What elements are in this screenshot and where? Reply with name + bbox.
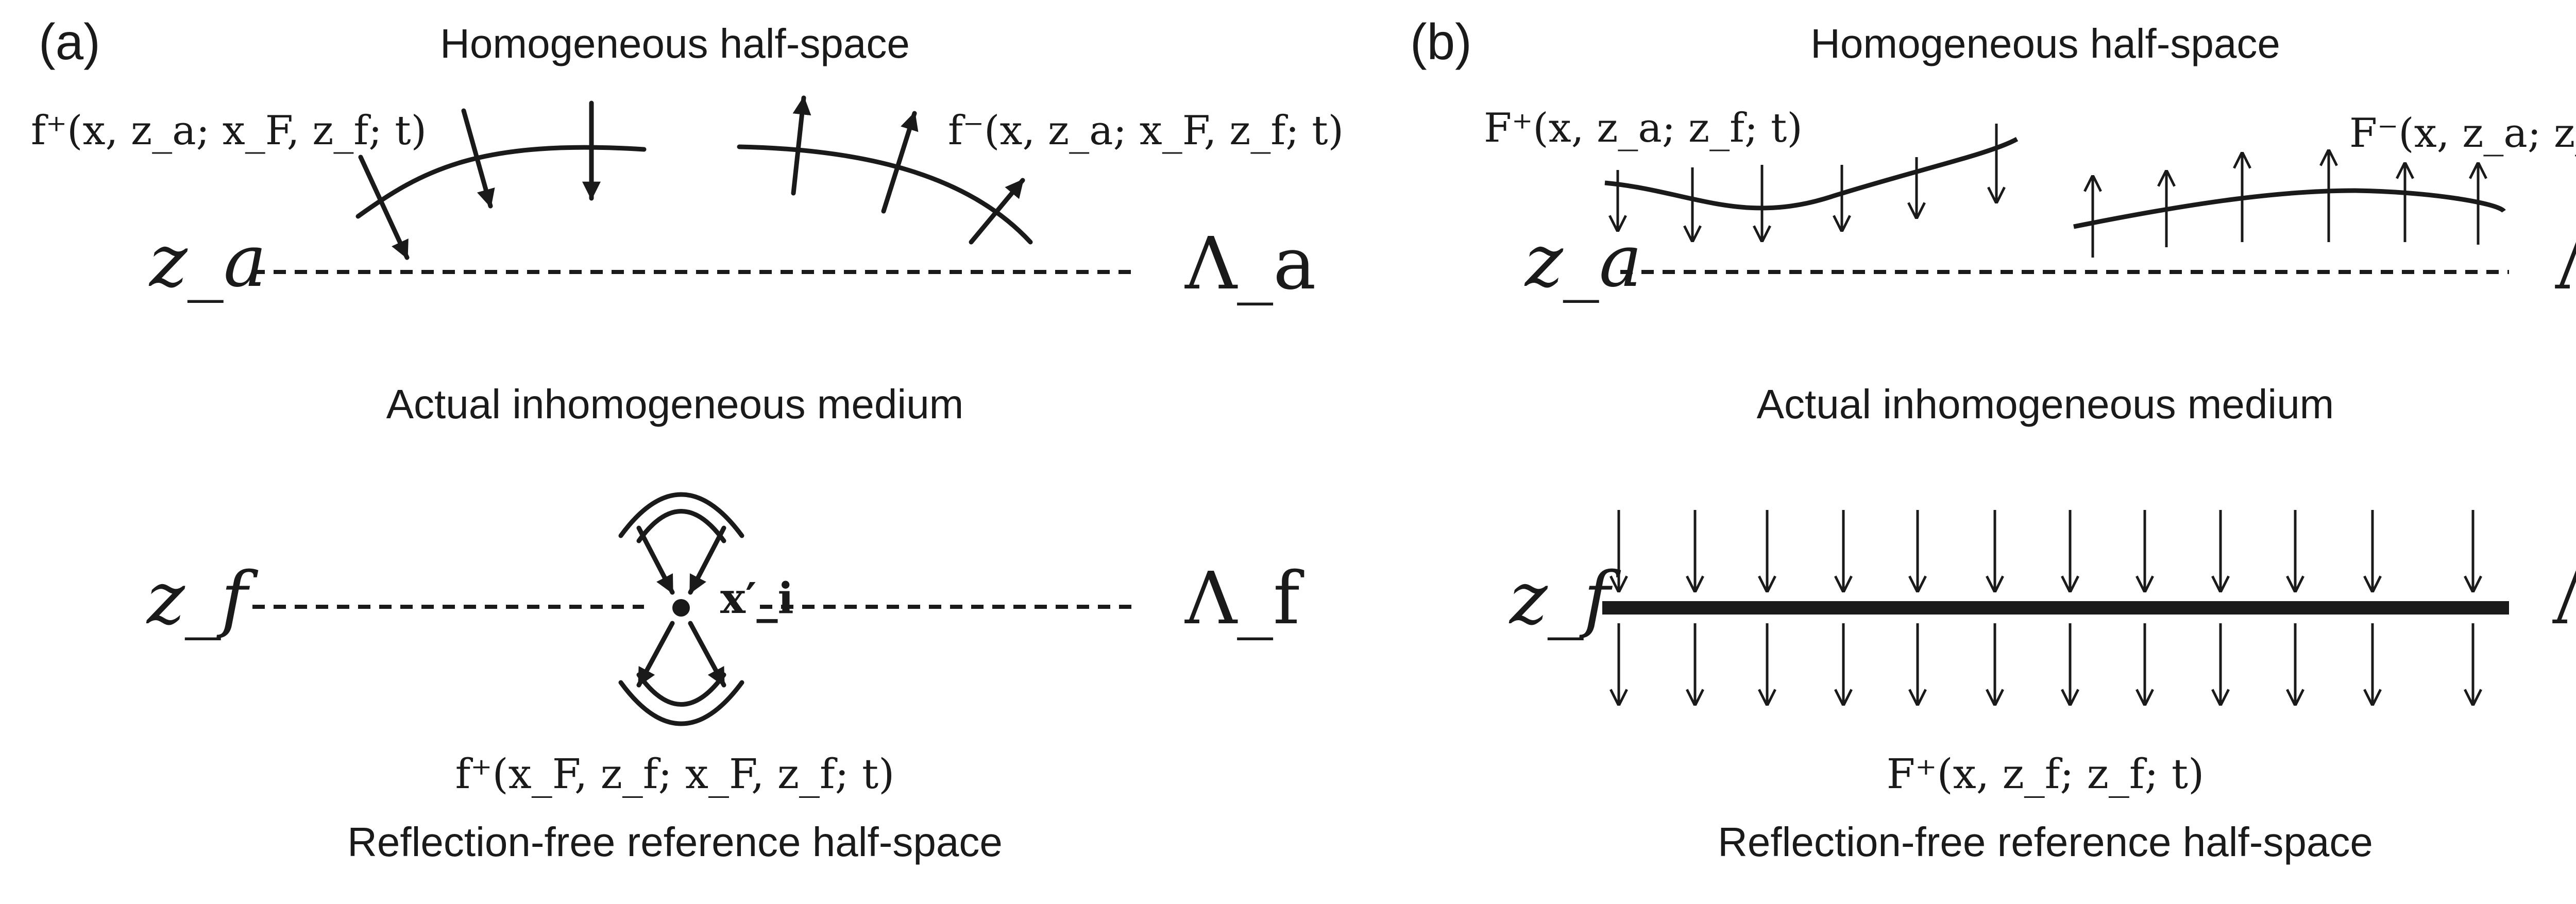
panel-a-downgoing-wavefront [355, 100, 647, 260]
panel-a-focal-point [618, 492, 744, 726]
panel-b-lambda-f: Λ_f [2552, 557, 2576, 641]
panel-b-field-up-label: F⁻(x, z_a; z_f; t) [2349, 110, 2576, 157]
panel-a-top-title: Homogeneous half-space [440, 21, 910, 66]
converging-arrow [636, 525, 675, 595]
diverging-arrow [636, 621, 675, 688]
upgoing-wavefront-curve [737, 144, 1033, 245]
diverging-arrow [688, 621, 726, 688]
panel-a-lambda-a: Λ_a [1184, 222, 1316, 306]
panel-a-field-up-label: f⁻(x, z_a; x_F, z_f; t) [948, 108, 1344, 154]
panel-b-bottom-title: Reflection-free reference half-space [1718, 819, 2373, 865]
panel-b-middle-title: Actual inhomogeneous medium [1757, 381, 2334, 427]
panel-a-upgoing-wavefront [737, 95, 1033, 245]
panel-a: (a) Homogeneous half-space f⁺(x, z_a; x_… [31, 13, 1344, 865]
panel-a-label: (a) [39, 13, 100, 70]
converging-wavefront-outer [618, 492, 744, 538]
panel-a-lambda-f: Λ_f [1184, 557, 1304, 641]
focal-point-dot [672, 599, 690, 617]
diverging-wavefront-inner [636, 672, 726, 707]
panel-b-top-title: Homogeneous half-space [1810, 21, 2280, 66]
panel-b-downgoing-wavefront [1604, 124, 2019, 242]
panel-a-field-down-label: f⁺(x, z_a; x_F, z_f; t) [31, 108, 427, 154]
panel-a-level-a: z_a [148, 219, 266, 303]
wavefront-arrow [881, 111, 919, 214]
panel-a-middle-title: Actual inhomogeneous medium [386, 381, 964, 427]
wavefront-arrow [969, 178, 1025, 245]
panel-a-level-f: z_f [146, 557, 259, 641]
panel-b: (b) Homogeneous half-space F⁺(x, z_a; z_… [1410, 13, 2576, 865]
panel-b-label: (b) [1410, 13, 1472, 70]
panel-b-lambda-a: Λ_a [2555, 222, 2576, 306]
panel-a-bottom-title: Reflection-free reference half-space [347, 819, 1003, 865]
panel-b-level-a: z_a [1524, 219, 1642, 303]
upgoing-wavefront-curve [2073, 188, 2506, 229]
wavefront-arrow [358, 155, 410, 260]
downgoing-wavefront-curve [1604, 137, 2019, 211]
panel-b-focusing-arrows [1619, 510, 2473, 706]
converging-arrow [688, 525, 726, 595]
downgoing-wavefront-curve [355, 145, 647, 219]
diverging-wavefront-outer [618, 680, 744, 726]
panel-b-focal-field-label: F⁺(x, z_f; z_f; t) [1887, 750, 2205, 798]
wavefront-arrow [461, 108, 495, 209]
panel-b-field-down-label: F⁺(x, z_a; z_f; t) [1484, 105, 1803, 151]
wavefront-arrow [791, 95, 811, 196]
converging-wavefront-inner [636, 509, 726, 543]
panel-a-focal-field-label: f⁺(x_F, z_f; x_F, z_f; t) [455, 750, 895, 798]
panel-b-level-f: z_f [1509, 557, 1621, 641]
panel-a-focus-label: x′_i [720, 574, 794, 623]
panel-b-upgoing-wavefront [2073, 149, 2506, 258]
